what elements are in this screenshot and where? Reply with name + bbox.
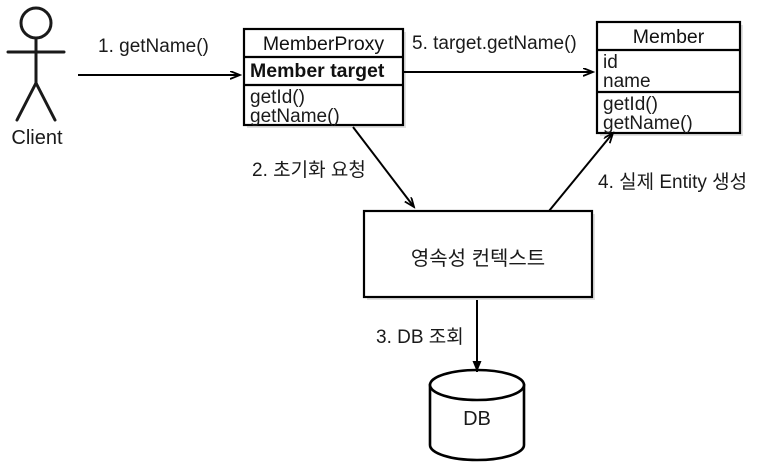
arrow-label-4: 4. 실제 Entity 생성	[598, 172, 748, 193]
arrow-label-5: 5. target.getName()	[412, 33, 577, 54]
arrow-label-1: 1. getName()	[98, 36, 209, 57]
arrow-proxy-to-context-line	[352, 126, 414, 207]
proxy-method-0: getId()	[250, 87, 305, 108]
actor-head-icon	[19, 6, 53, 40]
db-cylinder-top	[428, 368, 526, 402]
database-label: DB	[463, 408, 491, 430]
class-box-memberproxy	[242, 27, 406, 128]
arrow-context-to-member-line	[548, 133, 613, 212]
actor-right-leg-line	[34, 81, 57, 122]
persistence-context-label: 영속성 컨텍스트	[410, 248, 546, 270]
member-method-0: getId()	[603, 94, 658, 115]
member-class-title: Member	[632, 26, 705, 48]
actor-label-client: Client	[11, 127, 63, 149]
proxy-attribute-0: Member target	[250, 60, 385, 82]
proxy-class-title: MemberProxy	[262, 33, 385, 55]
node-persistence-context	[362, 209, 595, 300]
member-attribute-0: id	[603, 52, 618, 73]
proxy-method-1: getName()	[250, 106, 340, 127]
proxy-box-outline	[242, 27, 405, 127]
arrow-label-2: 2. 초기화 요청	[252, 160, 366, 181]
arrow-label-3: 3. DB 조회	[376, 327, 464, 348]
member-method-1: getName()	[603, 113, 693, 134]
member-attribute-1: name	[603, 71, 651, 92]
class-box-member	[595, 20, 743, 136]
db-cylinder-body	[428, 383, 526, 462]
member-box-outline	[595, 20, 742, 135]
actor-left-leg-line	[15, 81, 38, 122]
context-box-outline	[362, 209, 594, 299]
node-database-cylinder	[428, 368, 526, 462]
actor-client	[6, 6, 66, 122]
